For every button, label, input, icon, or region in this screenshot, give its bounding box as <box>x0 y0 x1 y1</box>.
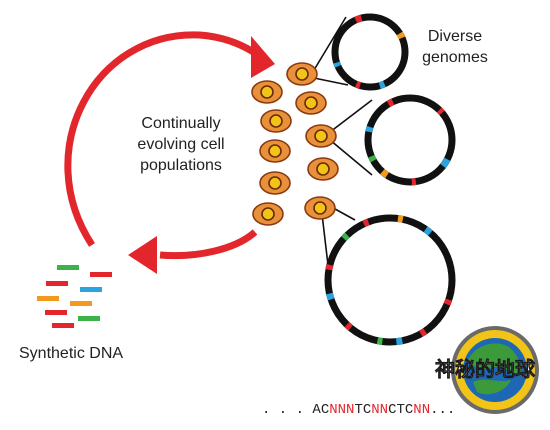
dna-fragment <box>78 316 100 321</box>
dna-fragment <box>57 265 79 270</box>
dna-sequence: . . . ACNNNTCNNCTCNN... <box>262 402 455 418</box>
watermark-logo: 神秘的地球 <box>435 326 539 414</box>
cell <box>259 139 291 163</box>
chromosome-middle <box>364 94 456 186</box>
dna-fragment <box>52 323 74 328</box>
cell <box>252 202 284 226</box>
dna-fragment <box>90 272 112 277</box>
cell <box>307 157 339 181</box>
cell <box>251 80 283 104</box>
genomes-label-line2: genomes <box>422 49 488 66</box>
populations-label-line2: evolving cell <box>137 136 224 153</box>
dna-fragment <box>37 296 59 301</box>
connector-line <box>313 16 347 71</box>
sequence-fixed-bases: CTC <box>388 402 413 418</box>
sequence-fixed-bases: AC <box>312 402 329 418</box>
chromosome-top <box>331 13 409 91</box>
connector-line <box>329 139 373 176</box>
sequence-fixed-bases: ... <box>430 402 455 418</box>
connector-line <box>313 77 349 86</box>
synthetic-dna-label: Synthetic DNA <box>19 345 123 362</box>
cell <box>259 171 291 195</box>
synthetic-dna-fragments <box>37 265 112 328</box>
populations-label-line1: Continually <box>141 115 220 132</box>
cell-population <box>251 62 339 226</box>
cell <box>260 109 292 133</box>
dna-fragment <box>80 287 102 292</box>
cell <box>305 124 337 148</box>
sequence-variable-bases: NN <box>413 402 430 418</box>
sequence-prefix: . . . <box>262 402 312 418</box>
sequence-fixed-bases: TC <box>354 402 371 418</box>
dna-fragment <box>45 310 67 315</box>
genomes-label-line1: Diverse <box>428 28 482 45</box>
cycle-arrow-upper-head <box>251 36 275 78</box>
cell <box>295 91 327 115</box>
sequence-variable-bases: NN <box>371 402 388 418</box>
chromosome-bottom <box>324 214 456 346</box>
sequence-variable-bases: NNN <box>329 402 354 418</box>
connector-line <box>329 99 373 133</box>
cell <box>286 62 318 86</box>
populations-label-line3: populations <box>140 157 222 174</box>
cycle-arrow-upper <box>64 31 265 247</box>
dna-fragment <box>46 281 68 286</box>
cycle-arrow-lower <box>159 229 258 260</box>
dna-fragment <box>70 301 92 306</box>
cell <box>304 196 336 220</box>
cycle-arrow-lower-head <box>128 236 157 274</box>
watermark-text: 神秘的地球 <box>435 357 536 381</box>
